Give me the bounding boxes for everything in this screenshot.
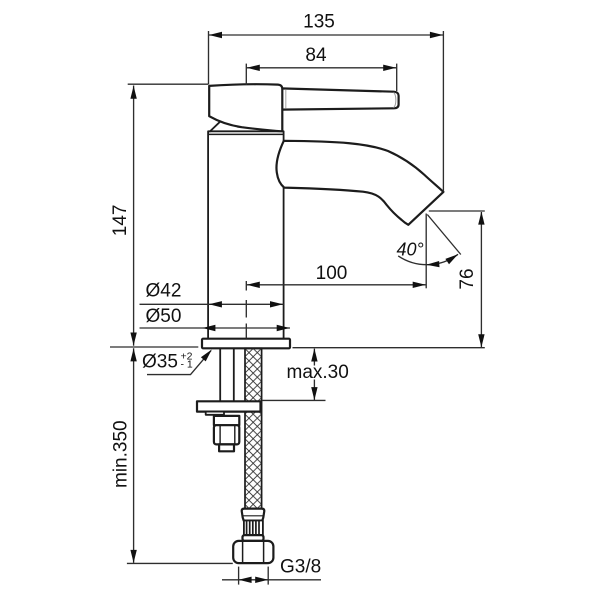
svg-text:100: 100	[316, 263, 348, 284]
svg-text:Ø35: Ø35	[142, 352, 178, 373]
svg-text:max.30: max.30	[287, 362, 349, 383]
svg-text:135: 135	[303, 12, 335, 33]
svg-text:G3/8: G3/8	[280, 557, 321, 578]
svg-text:- 1: - 1	[181, 359, 193, 371]
svg-text:Ø42: Ø42	[146, 281, 182, 302]
svg-text:84: 84	[305, 45, 327, 66]
svg-text:min.350: min.350	[111, 420, 132, 488]
svg-text:76: 76	[457, 268, 478, 289]
svg-text:40°: 40°	[397, 239, 424, 259]
svg-text:+2: +2	[181, 351, 193, 363]
svg-text:147: 147	[110, 205, 131, 237]
svg-text:Ø50: Ø50	[146, 306, 182, 327]
